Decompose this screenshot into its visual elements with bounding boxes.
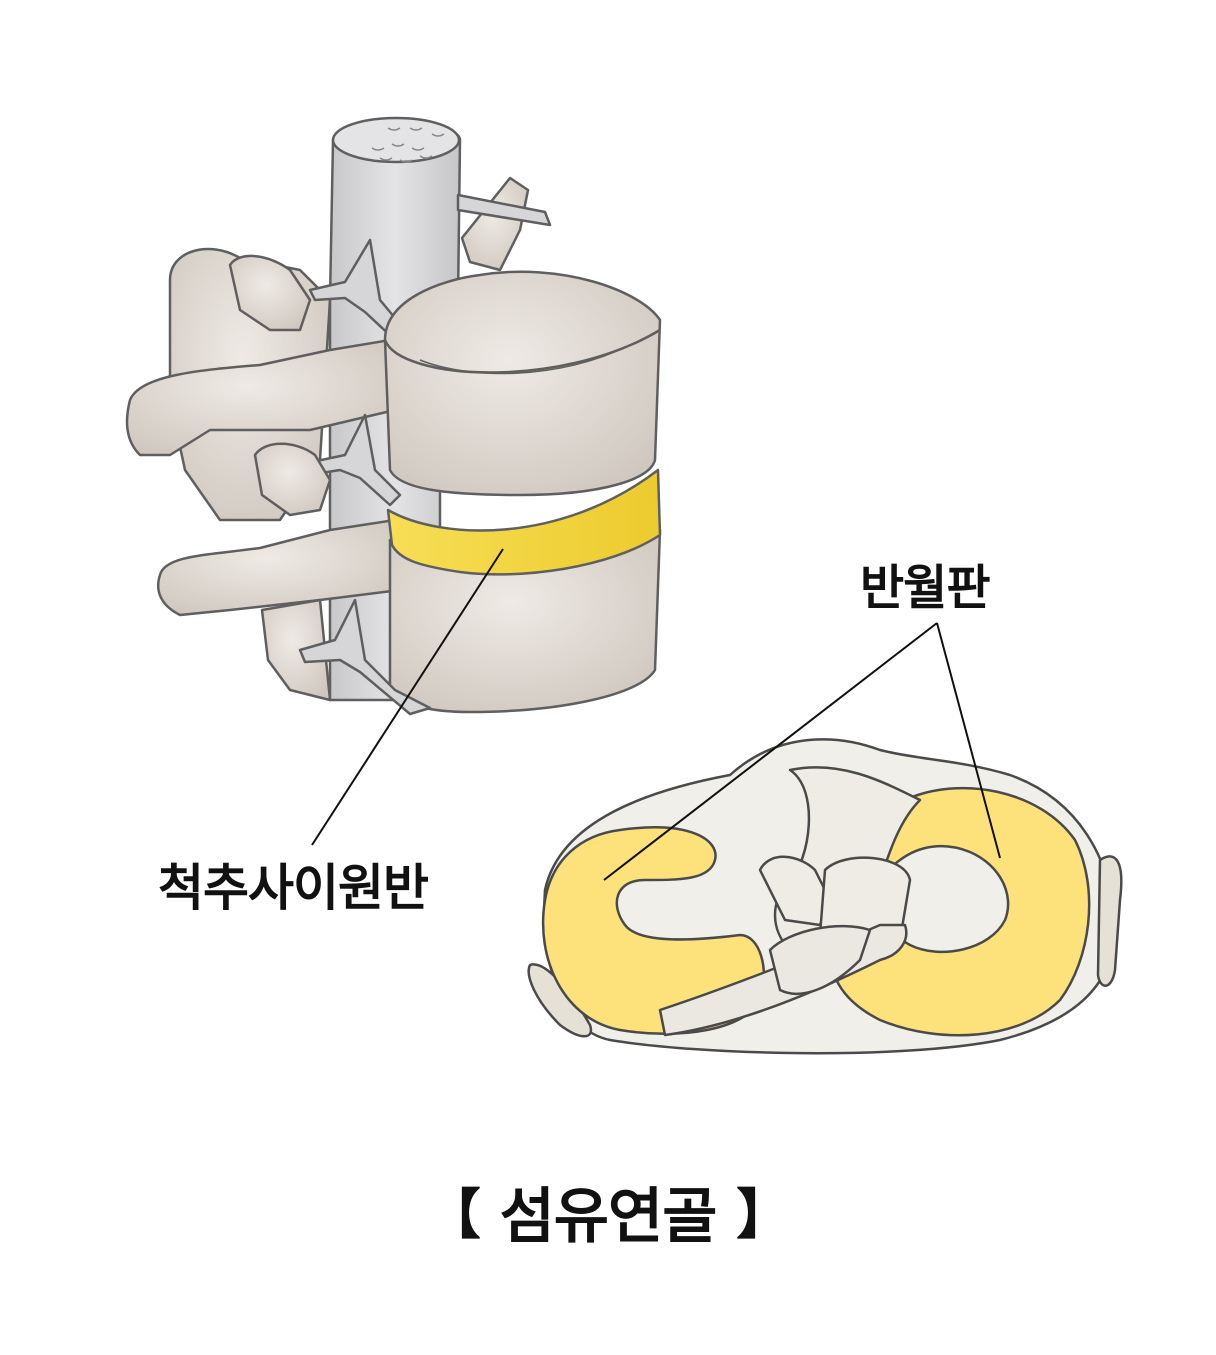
meniscus-lateral: [541, 826, 766, 1035]
label-meniscus: 반월판: [860, 560, 990, 616]
leader-line-disc: [311, 548, 504, 846]
vertebrae-illustration: [125, 116, 662, 716]
caption-close-bracket: 】: [736, 1183, 790, 1246]
caption-title: 섬유연골: [499, 1182, 718, 1252]
leader-line-meniscus-lateral: [603, 622, 938, 881]
leader-lines: [311, 548, 1001, 881]
knee-meniscus-illustration: [527, 738, 1123, 1055]
figure-caption: 【 섬유연골 】: [0, 1168, 1216, 1255]
leader-line-meniscus-medial: [936, 622, 1001, 859]
intervertebral-disc: [386, 468, 662, 576]
caption-open-bracket: 【: [426, 1183, 481, 1246]
label-intervertebral-disc: 척추사이원반: [158, 859, 429, 917]
